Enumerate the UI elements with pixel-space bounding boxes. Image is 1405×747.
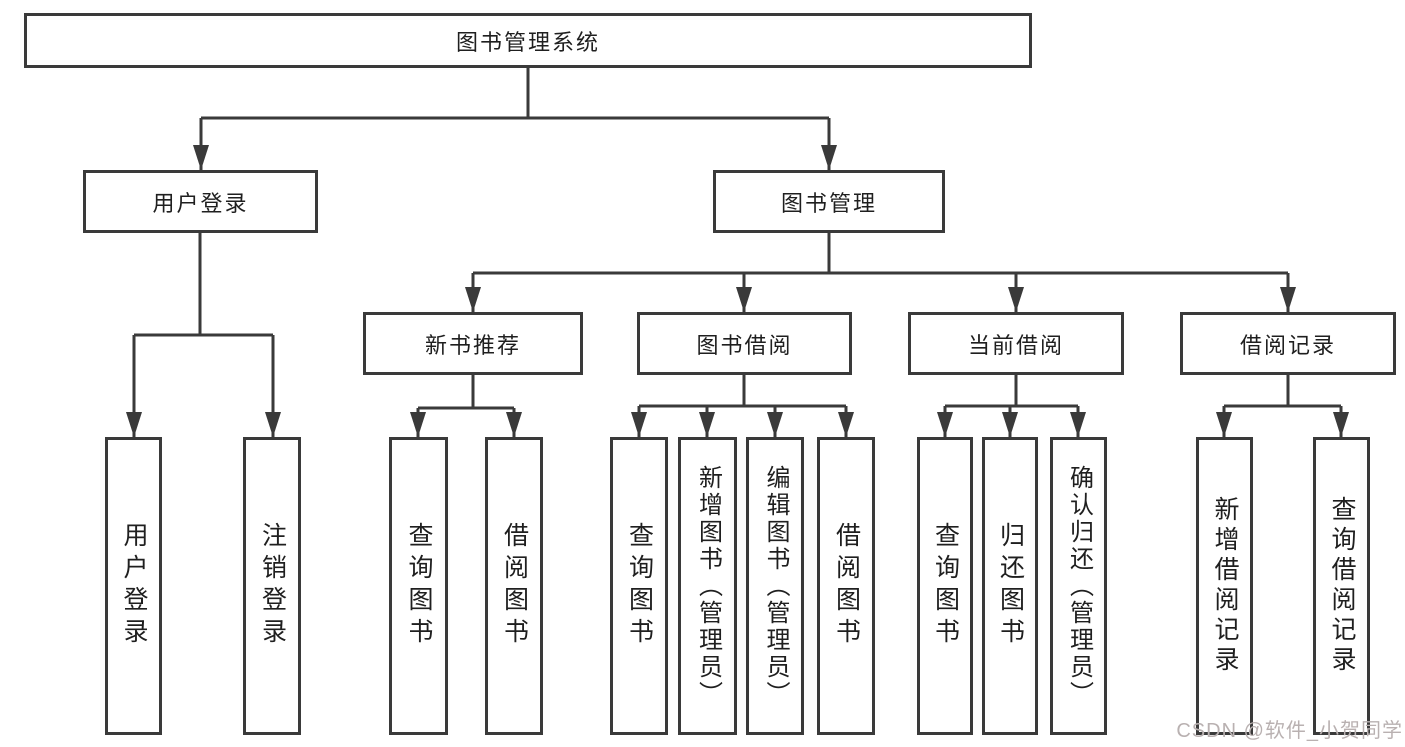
leaf-label: 注销登录 <box>258 522 287 650</box>
leaf-query-books-borrow: 查询图书 <box>610 437 668 735</box>
leaf-confirm-return-admin: 确认归还（管理员） <box>1050 437 1107 735</box>
leaf-label: 查询图书 <box>625 522 654 650</box>
leaf-query-books-current: 查询图书 <box>917 437 973 735</box>
leaf-label: 新增图书（管理员） <box>694 464 722 708</box>
leaf-label: 查询图书 <box>405 522 433 650</box>
leaf-user-login: 用户登录 <box>105 437 162 735</box>
leaf-label: 确认归还（管理员） <box>1065 464 1093 708</box>
leaf-label: 用户登录 <box>120 522 148 650</box>
leaf-borrow-books: 借阅图书 <box>817 437 875 735</box>
node-borrow-records: 借阅记录 <box>1180 312 1396 375</box>
arrowheads <box>126 145 1349 437</box>
csdn-watermark: CSDN @软件_小贺同学 <box>1176 720 1403 742</box>
node-book-borrow: 图书借阅 <box>637 312 852 375</box>
node-label: 图书管理 <box>780 190 877 216</box>
node-label: 借阅记录 <box>1239 332 1336 358</box>
leaf-label: 编辑图书（管理员） <box>762 464 789 708</box>
leaf-query-books-recommend: 查询图书 <box>389 437 448 735</box>
leaf-edit-books-admin: 编辑图书（管理员） <box>746 437 804 735</box>
node-root-library-system: 图书管理系统 <box>24 13 1032 68</box>
leaf-label: 归还图书 <box>996 522 1025 650</box>
node-book-management: 图书管理 <box>713 170 945 233</box>
leaf-query-borrow-record: 查询借阅记录 <box>1313 437 1370 735</box>
leaf-label: 查询借阅记录 <box>1328 496 1356 676</box>
node-new-book-recommend: 新书推荐 <box>363 312 583 375</box>
node-user-login: 用户登录 <box>83 170 318 233</box>
node-label: 图书借阅 <box>696 332 793 358</box>
leaf-add-books-admin: 新增图书（管理员） <box>678 437 737 735</box>
node-current-borrow: 当前借阅 <box>908 312 1124 375</box>
leaf-add-borrow-record: 新增借阅记录 <box>1196 437 1253 735</box>
leaf-borrow-books-recommend: 借阅图书 <box>485 437 543 735</box>
leaf-label: 借阅图书 <box>500 522 529 650</box>
node-label: 新书推荐 <box>424 332 521 358</box>
leaf-return-books: 归还图书 <box>982 437 1038 735</box>
leaf-label: 查询图书 <box>931 522 960 650</box>
node-label: 图书管理系统 <box>455 29 600 55</box>
node-label: 当前借阅 <box>967 332 1064 358</box>
leaf-label: 新增借阅记录 <box>1211 496 1239 676</box>
node-label: 用户登录 <box>152 190 249 216</box>
leaf-logout: 注销登录 <box>243 437 301 735</box>
leaf-label: 借阅图书 <box>832 522 861 650</box>
